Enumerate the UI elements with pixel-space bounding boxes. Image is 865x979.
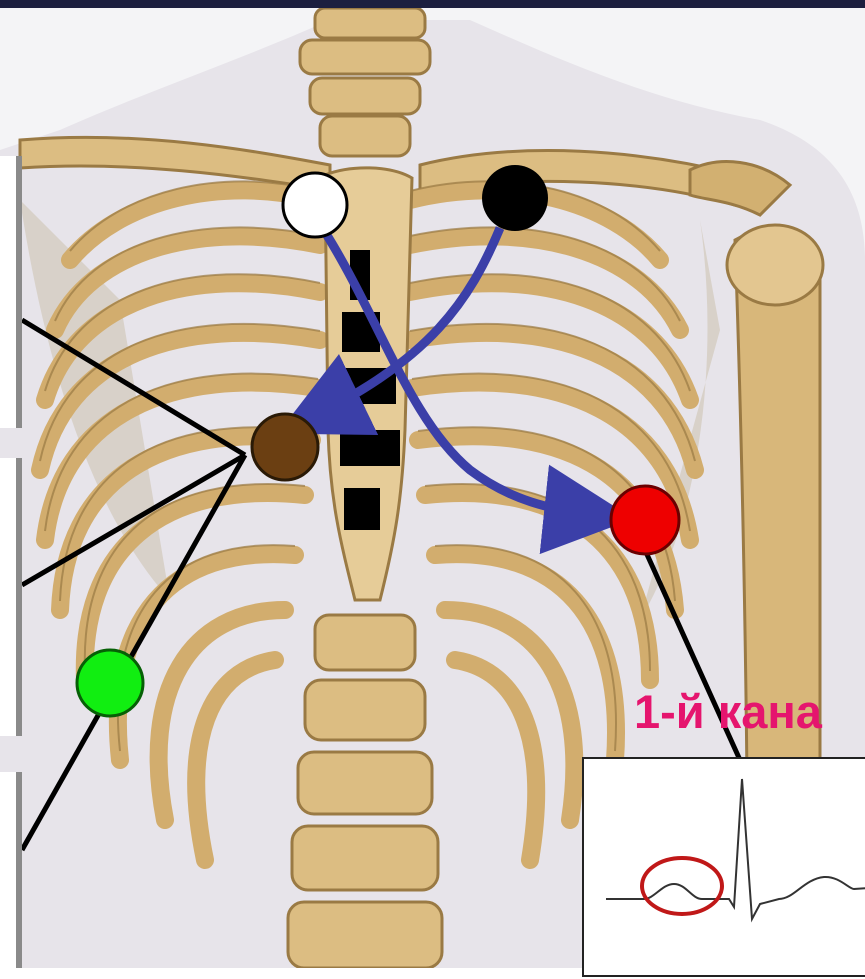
left-panel-middle bbox=[0, 458, 22, 736]
white-electrode bbox=[283, 173, 347, 237]
cervical-spine bbox=[300, 8, 430, 156]
humerus-head bbox=[727, 225, 823, 305]
brown-electrode bbox=[252, 414, 318, 480]
red-electrode bbox=[611, 486, 679, 554]
green-electrode bbox=[77, 650, 143, 716]
left-panel-top bbox=[0, 156, 22, 428]
black-electrode bbox=[482, 165, 548, 231]
left-panel-bottom bbox=[0, 772, 22, 968]
top-bar bbox=[0, 0, 865, 8]
channel-label: 1-й кана bbox=[634, 688, 822, 735]
ecg-panel bbox=[582, 757, 865, 977]
ecg-trace bbox=[584, 759, 865, 979]
